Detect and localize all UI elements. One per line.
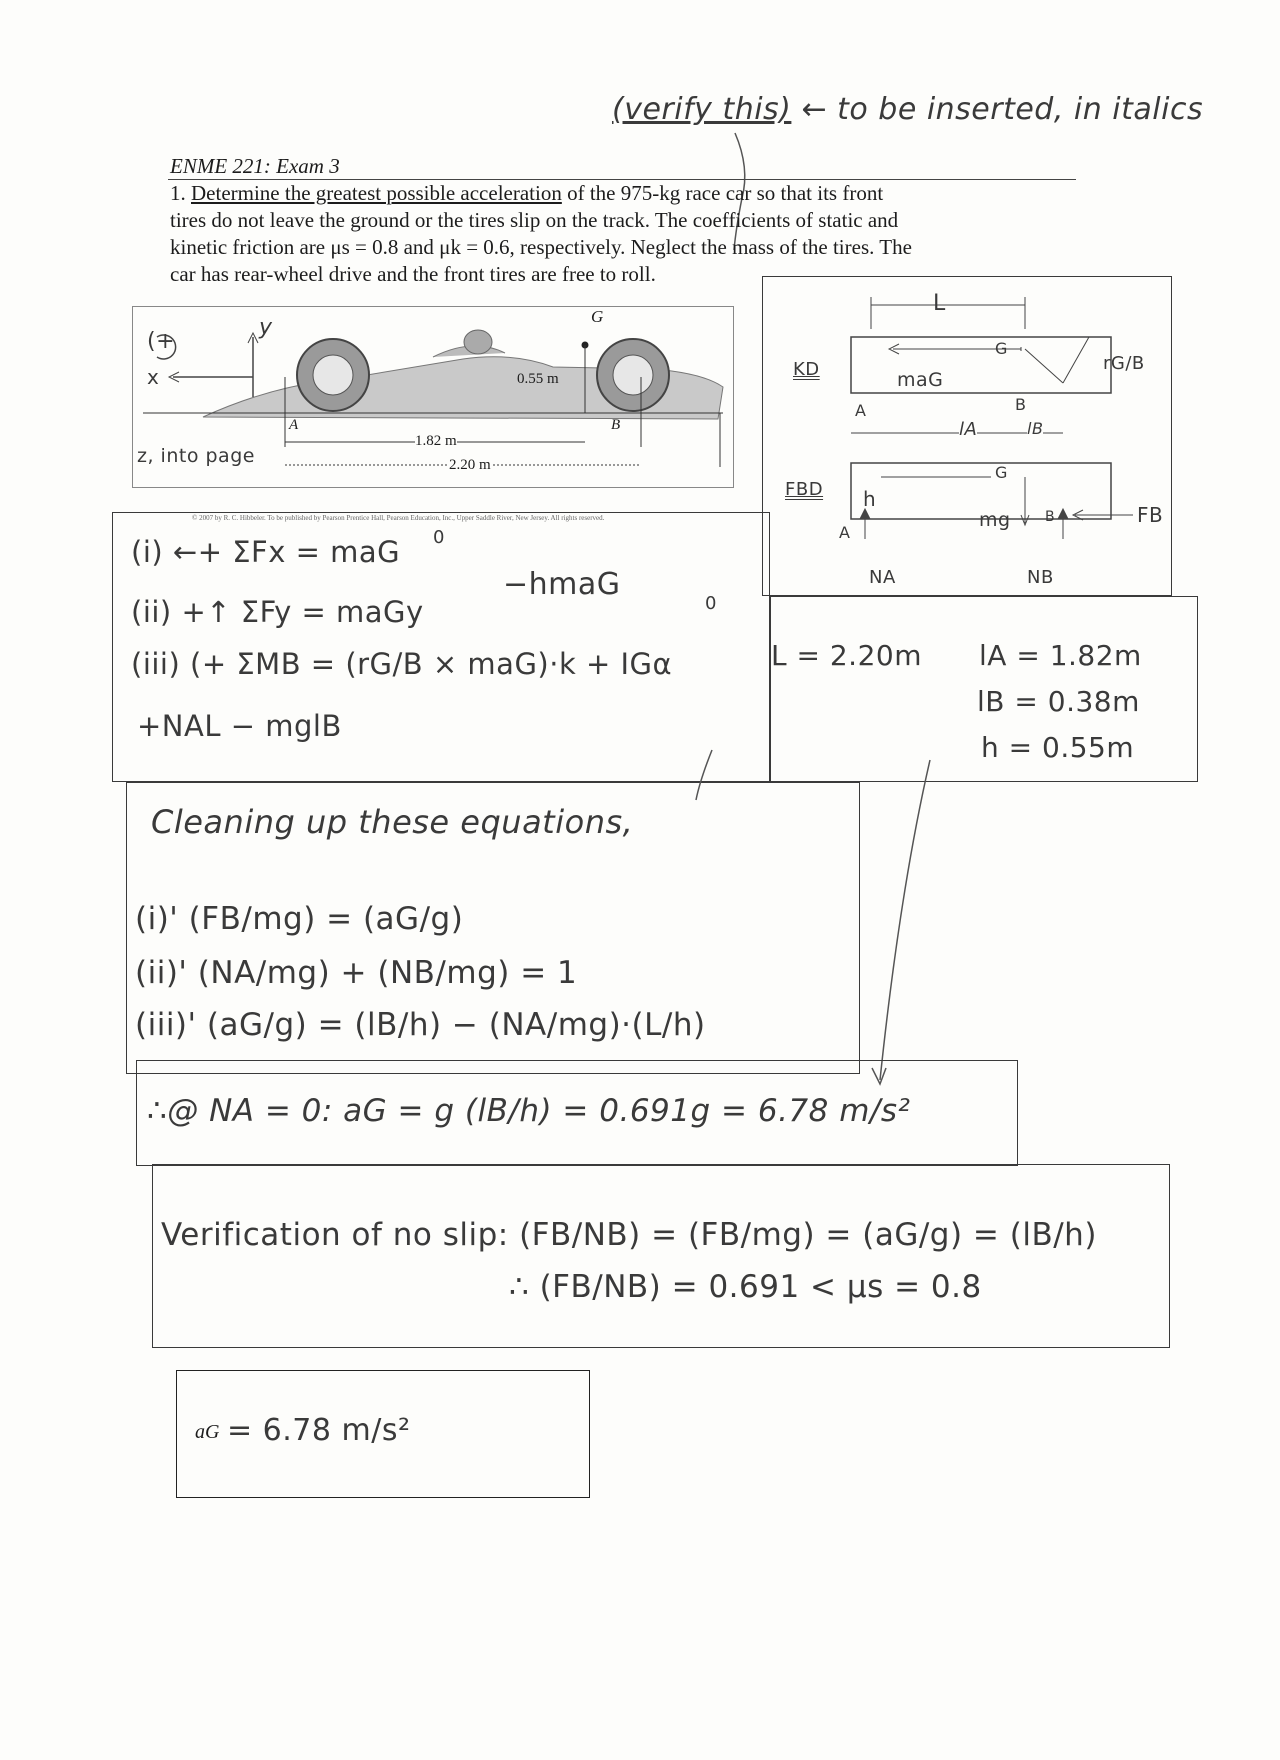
A-label: A — [289, 417, 299, 433]
equation-iv: +NAL − mglB — [137, 709, 342, 743]
value-lB: lB = 0.38m — [977, 685, 1140, 718]
problem-line-4: car has rear-wheel drive and the front t… — [170, 262, 656, 286]
kd-fbd-box: KD FBD L G maG rG/B A B lA lB G h mg B A… — [762, 276, 1172, 596]
cleanup-title: Cleaning up these equations, — [151, 803, 634, 841]
verify-text: (verify this) — [612, 92, 792, 127]
problem-number: 1. — [170, 181, 186, 205]
z-axis-label: z, into page — [137, 445, 255, 467]
exam-header: ENME 221: Exam 3 — [170, 154, 340, 178]
equations-box: (i) ←+ ΣFx = maG 0 −hmaG 0 (ii) +↑ ΣFy =… — [112, 512, 770, 782]
fbd-label: FBD — [785, 479, 824, 500]
kd-lB: lB — [1027, 419, 1044, 438]
verify-note: (verify this) ← to be inserted, in itali… — [612, 92, 1203, 127]
x-axis-label: x — [147, 365, 160, 389]
note-arrow-icon: ← — [801, 92, 828, 127]
kd-A: A — [855, 401, 867, 420]
value-lA: lA = 1.82m — [979, 639, 1142, 672]
cleanup-eq-ii: (ii)' (NA/mg) + (NB/mg) = 1 — [135, 955, 578, 991]
problem-line-3: kinetic friction are μs = 0.8 and μk = 0… — [170, 235, 912, 259]
fbd-h: h — [863, 487, 877, 511]
fbd-FB: FB — [1137, 503, 1164, 527]
equation-ii: (ii) +↑ ΣFy = maGy — [131, 595, 424, 629]
fbd-NA: NA — [869, 567, 896, 588]
kd-label: KD — [793, 359, 820, 380]
equation-i: (i) ←+ ΣFx = maG — [131, 535, 401, 569]
value-L: L = 2.20m — [771, 639, 922, 672]
answer-value: = 6.78 m/s² — [227, 1413, 411, 1448]
dim-182: 1.82 m — [415, 433, 457, 450]
axis-plus: (+ — [147, 329, 176, 354]
y-axis-label: y — [259, 315, 273, 340]
answer-box: aG = 6.78 m/s² — [176, 1370, 590, 1498]
result-text: ∴@ NA = 0: aG = g (lB/h) = 0.691g = 6.78… — [147, 1093, 911, 1129]
problem-line-2: tires do not leave the ground or the tir… — [170, 208, 899, 232]
kd-rgb: rG/B — [1103, 353, 1145, 374]
kd-B: B — [1015, 395, 1027, 414]
zero-1: 0 — [433, 527, 445, 548]
kd-L: L — [933, 291, 946, 316]
answer-label: aG — [195, 1421, 220, 1443]
fbd-B: B — [1045, 509, 1056, 525]
verification-line-1: Verification of no slip: (FB/NB) = (FB/m… — [161, 1217, 1097, 1253]
fbd-A: A — [839, 523, 851, 542]
hmag: −hmaG — [503, 567, 621, 602]
verification-box: Verification of no slip: (FB/NB) = (FB/m… — [152, 1164, 1170, 1348]
verify-pointer — [733, 132, 746, 251]
G-label: G — [591, 307, 604, 326]
car-figure: (+ y x z, into page G A B 0.55 m 1.82 m … — [132, 306, 734, 488]
fbd-NB: NB — [1027, 567, 1054, 588]
height-dim: 0.55 m — [517, 371, 559, 388]
kd-fbd-drawing — [850, 297, 1133, 539]
header-rule — [168, 179, 1076, 180]
verification-line-2: ∴ (FB/NB) = 0.691 < μs = 0.8 — [509, 1269, 982, 1305]
kd-lA: lA — [959, 419, 978, 440]
figure-copyright: © 2007 by R. C. Hibbeler. To be publishe… — [192, 514, 605, 522]
note-rest: to be inserted, in italics — [837, 92, 1204, 127]
connector-arrows — [695, 749, 931, 1086]
kd-mac: maG — [897, 369, 944, 391]
problem-underlined: Determine the greatest possible accelera… — [191, 181, 562, 205]
fbd-mg: mg — [979, 509, 1011, 531]
B-label: B — [611, 417, 621, 433]
cleanup-eq-iii: (iii)' (aG/g) = (lB/h) − (NA/mg)·(L/h) — [135, 1007, 706, 1043]
problem-line1-rest: of the 975-kg race car so that its front — [561, 181, 884, 205]
car-drawing — [143, 329, 724, 467]
zero-2: 0 — [705, 593, 717, 614]
result-box: ∴@ NA = 0: aG = g (lB/h) = 0.691g = 6.78… — [136, 1060, 1018, 1166]
values-box: L = 2.20m lA = 1.82m lB = 0.38m h = 0.55… — [770, 596, 1198, 782]
cleanup-eq-i: (i)' (FB/mg) = (aG/g) — [135, 901, 464, 937]
dim-220: 2.20 m — [449, 457, 491, 474]
equation-iii: (iii) (+ ΣMB = (rG/B × maG)·k + IGα — [131, 647, 673, 681]
value-h: h = 0.55m — [981, 731, 1135, 764]
cleanup-box: Cleaning up these equations, (i)' (FB/mg… — [126, 782, 860, 1074]
fbd-G: G — [995, 463, 1008, 482]
kd-G: G — [995, 339, 1008, 358]
problem-line-1: 1. Determine the greatest possible accel… — [170, 180, 1070, 207]
problem-statement: 1. Determine the greatest possible accel… — [170, 180, 1070, 288]
